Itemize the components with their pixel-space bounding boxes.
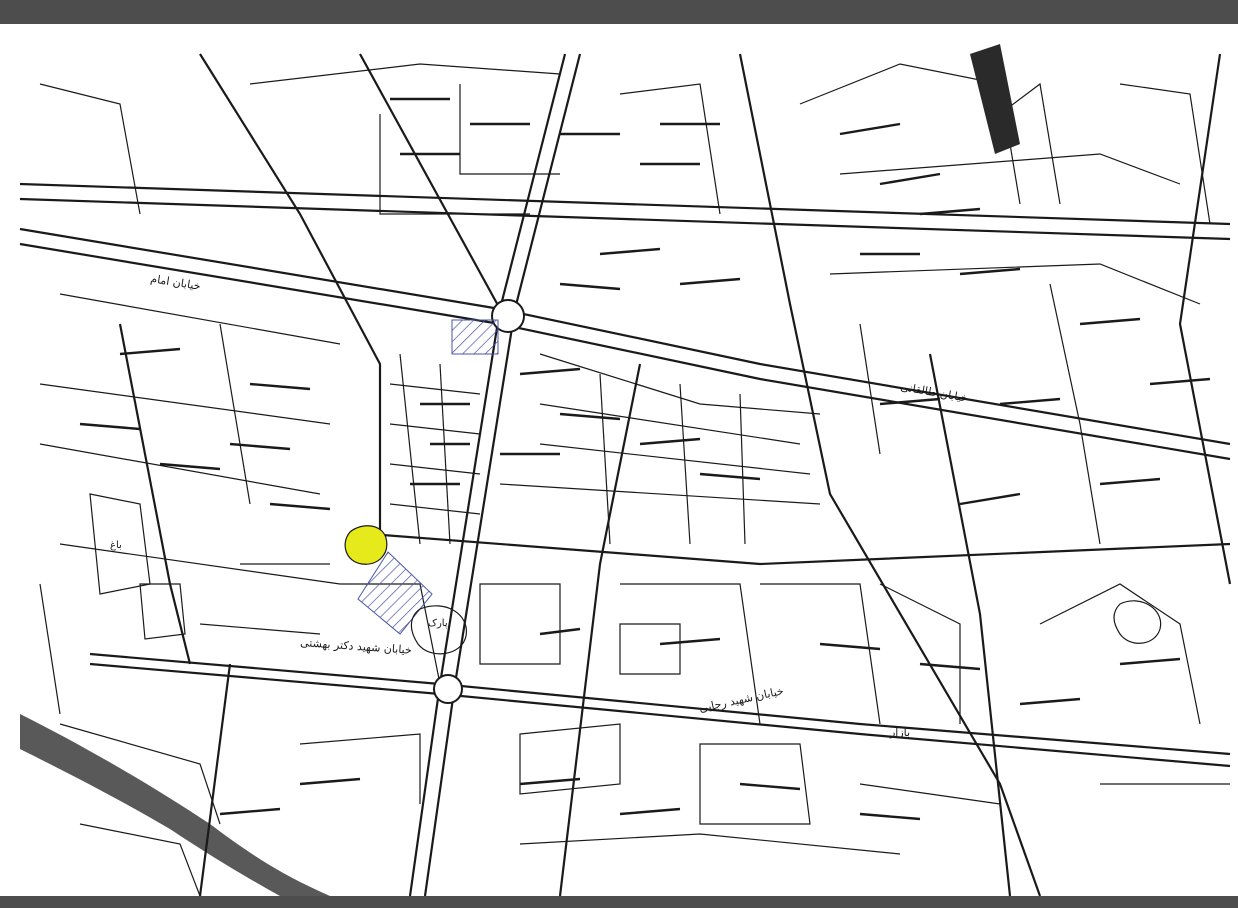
river — [20, 714, 330, 896]
street-north-south-central — [408, 53, 567, 896]
park-outline — [410, 605, 467, 655]
city-street-map[interactable]: خیابان شهید دکتر بهشتی خیابان طالقانی خی… — [0, 24, 1238, 896]
main-streets — [19, 53, 1232, 896]
secondary-streets — [39, 63, 1230, 896]
hatched-parcel-site — [357, 551, 433, 635]
street-diagonal-east — [738, 53, 1042, 896]
roundabout-south — [433, 674, 463, 704]
building-cluster — [970, 44, 1020, 154]
bottom-frame-bar — [0, 896, 1238, 908]
roundabout-north — [491, 299, 525, 333]
street-east-west-upper — [19, 227, 1231, 446]
park-outline-east — [1113, 600, 1162, 644]
hatched-parcel-north — [451, 319, 499, 355]
street-beheshti — [89, 652, 1231, 756]
highlighted-landmark[interactable] — [344, 525, 388, 565]
map-paper — [0, 24, 1238, 896]
label-bazaar: بازار — [889, 726, 910, 739]
label-garden: باغ — [110, 540, 122, 551]
lane-stubs — [79, 97, 1211, 821]
top-frame-bar — [0, 0, 1238, 24]
landmark-labels: باغ پارک — [110, 540, 448, 629]
label-park: پارک — [428, 618, 448, 629]
street-diagonal-west — [199, 53, 382, 544]
